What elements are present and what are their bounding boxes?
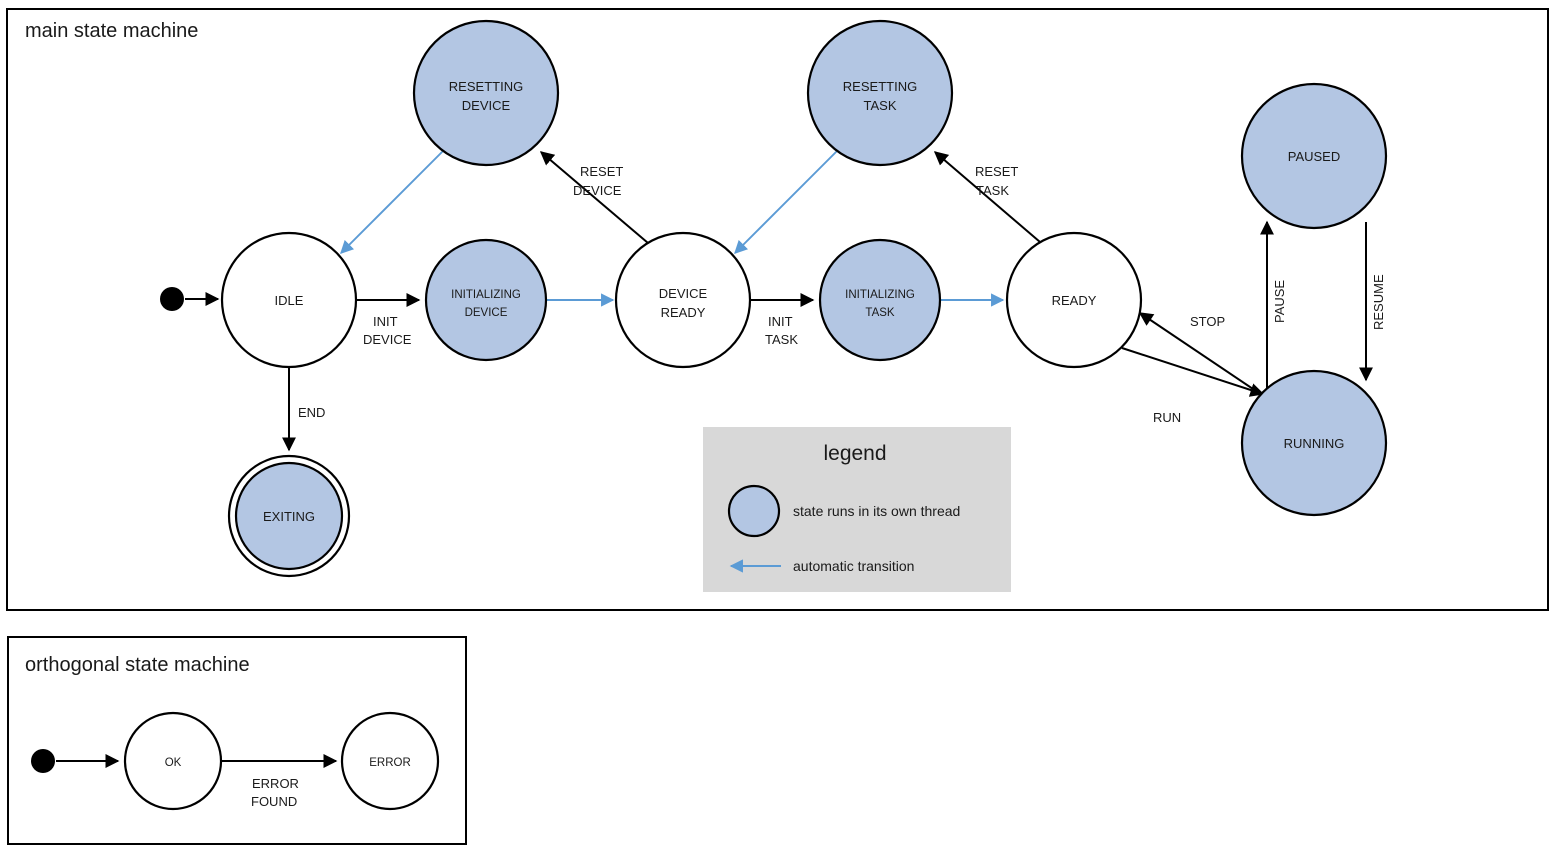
state-device-ready-label-line1: DEVICE	[659, 286, 708, 301]
transition-ready-to-running	[1121, 347, 1265, 397]
main-frame-title: main state machine	[25, 20, 198, 42]
main-states: IDLE RESETTING DEVICE INITIALIZING DEVIC…	[160, 19, 1388, 578]
state-ok-shape[interactable]	[123, 711, 223, 811]
edge-label-reset-task-line2: TASK	[976, 183, 1009, 198]
state-initializing-device-shape[interactable]	[424, 238, 548, 362]
state-error-shape[interactable]	[340, 711, 440, 811]
state-running-shape[interactable]	[1240, 369, 1388, 517]
transition-ready-to-resetting-task	[933, 151, 1041, 243]
edge-label-init-task-line2: TASK	[765, 332, 798, 347]
orthogonal-frame-title: orthogonal state machine	[25, 654, 250, 676]
state-resetting-device[interactable]: RESETTING DEVICE	[412, 19, 560, 167]
state-error[interactable]: ERROR	[340, 711, 440, 811]
edge-label-run: RUN	[1153, 410, 1181, 425]
transition-running-to-ready	[1138, 312, 1257, 392]
state-resetting-task-label-line1: RESETTING	[843, 79, 917, 94]
state-exiting-shape[interactable]	[234, 461, 344, 571]
state-resetting-device-shape[interactable]	[412, 19, 560, 167]
edge-label-reset-task-line1: RESET	[975, 164, 1018, 179]
edge-label-end: END	[298, 405, 325, 420]
state-resetting-device-label-line2: DEVICE	[462, 98, 511, 113]
state-device-ready-label-line2: READY	[661, 305, 706, 320]
legend-thread-state-swatch	[727, 484, 781, 538]
legend-thread-state-text: state runs in its own thread	[793, 503, 960, 519]
main-transitions	[185, 150, 1373, 452]
state-running[interactable]: RUNNING	[1240, 369, 1388, 517]
orthogonal-state-machine-frame: orthogonal state machine ERROR FOUND OK …	[7, 636, 467, 845]
state-ready-label: READY	[1052, 293, 1097, 308]
state-initializing-task[interactable]: INITIALIZING TASK	[818, 238, 942, 362]
state-ready-shape[interactable]	[1005, 231, 1143, 369]
state-initializing-task-label-line2: TASK	[865, 307, 895, 319]
state-resetting-task-label-line2: TASK	[864, 98, 897, 113]
edge-label-reset-device-line1: RESET	[580, 164, 623, 179]
state-ok[interactable]: OK	[123, 711, 223, 811]
state-resetting-device-label-line1: RESETTING	[449, 79, 523, 94]
state-initializing-device-label-line2: DEVICE	[465, 307, 508, 319]
transition-resetting-task-to-device-ready	[734, 150, 838, 254]
edge-label-error-found-line1: ERROR	[252, 776, 299, 791]
state-exiting[interactable]: EXITING	[227, 454, 351, 578]
state-paused-label: PAUSED	[1288, 149, 1341, 164]
state-idle[interactable]: IDLE	[220, 231, 358, 369]
edge-label-init-task-line1: INIT	[768, 314, 793, 329]
edge-label-reset-device-line2: DEVICE	[573, 183, 622, 198]
state-paused[interactable]: PAUSED	[1240, 82, 1388, 230]
state-ready[interactable]: READY	[1005, 231, 1143, 369]
main-initial-state-marker	[160, 287, 184, 311]
state-initializing-device[interactable]: INITIALIZING DEVICE	[424, 238, 548, 362]
state-error-label: ERROR	[369, 757, 411, 769]
transition-device-ready-to-resetting-device	[539, 151, 649, 244]
orthogonal-initial-state-marker	[31, 749, 55, 773]
edge-label-error-found-line2: FOUND	[251, 794, 297, 809]
edge-label-init-device-line1: INIT	[373, 314, 398, 329]
state-initializing-task-label-line1: INITIALIZING	[845, 289, 915, 301]
state-device-ready[interactable]: DEVICE READY	[614, 231, 752, 369]
state-initializing-device-label-line1: INITIALIZING	[451, 289, 521, 301]
state-ok-label: OK	[165, 757, 182, 769]
state-running-label: RUNNING	[1284, 436, 1345, 451]
edge-label-stop: STOP	[1190, 314, 1225, 329]
state-initializing-task-shape[interactable]	[818, 238, 942, 362]
legend: legend state runs in its own thread auto…	[703, 427, 1011, 592]
legend-title: legend	[823, 442, 886, 465]
state-device-ready-shape[interactable]	[614, 231, 752, 369]
edge-label-pause: PAUSE	[1272, 280, 1287, 323]
state-idle-label: IDLE	[275, 293, 304, 308]
state-resetting-task[interactable]: RESETTING TASK	[806, 19, 954, 167]
edge-label-resume: RESUME	[1371, 274, 1386, 330]
state-exiting-label: EXITING	[263, 509, 315, 524]
edge-label-init-device-line2: DEVICE	[363, 332, 412, 347]
state-idle-shape[interactable]	[220, 231, 358, 369]
state-resetting-task-shape[interactable]	[806, 19, 954, 167]
transition-resetting-device-to-idle	[340, 150, 444, 254]
main-transition-labels: INIT DEVICE RESET DEVICE END INIT TASK R…	[298, 164, 1386, 425]
legend-auto-transition-text: automatic transition	[793, 558, 914, 574]
state-paused-shape[interactable]	[1240, 82, 1388, 230]
